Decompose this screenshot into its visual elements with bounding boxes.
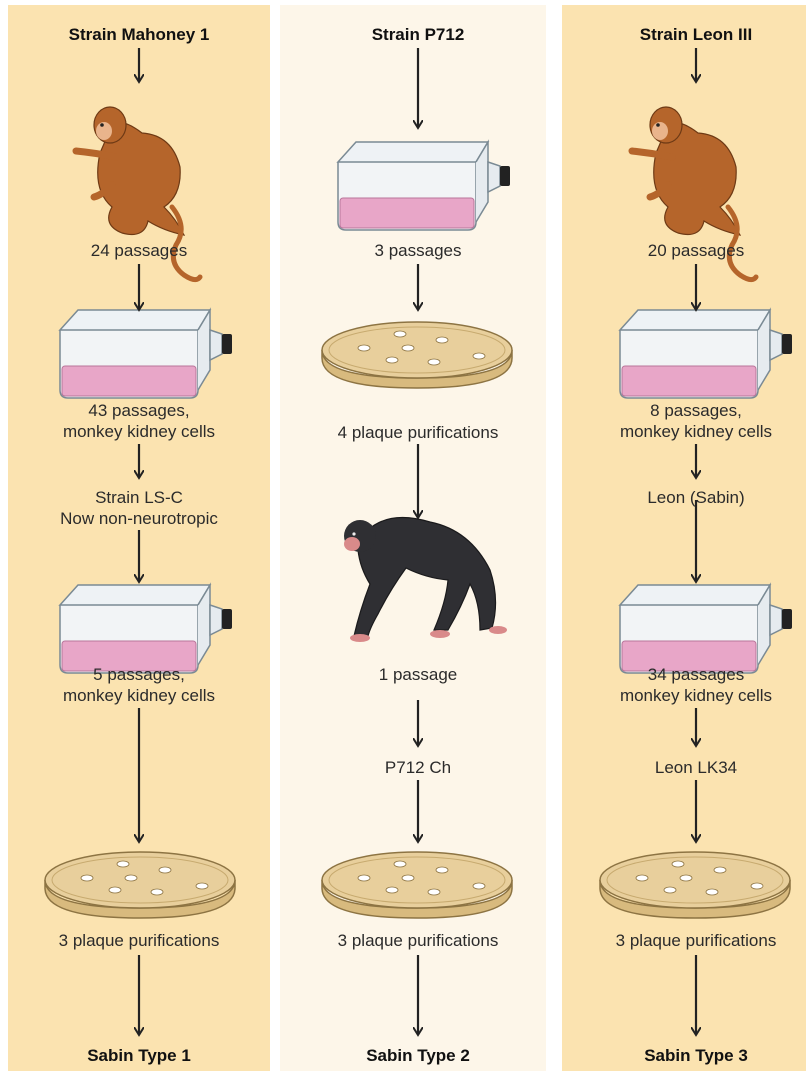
step-label: Leon LK34: [655, 757, 737, 778]
chimpanzee-icon: [344, 518, 507, 643]
result-label: Sabin Type 2: [366, 1045, 470, 1066]
column-title: Strain P712: [372, 24, 465, 45]
petri-dish-icon: [322, 852, 512, 918]
culture-flask-icon: [338, 142, 510, 230]
step-label: 4 plaque purifications: [338, 422, 499, 443]
petri-dish-icon: [600, 852, 790, 918]
step-label: 5 passages,monkey kidney cells: [63, 664, 215, 706]
step-label: 3 plaque purifications: [616, 930, 777, 951]
step-label: 3 plaque purifications: [338, 930, 499, 951]
step-label: Leon (Sabin): [647, 487, 744, 508]
culture-flask-icon: [620, 585, 792, 673]
column-type3-graphics: [600, 48, 792, 1035]
step-label: 1 passage: [379, 664, 457, 685]
culture-flask-icon: [60, 585, 232, 673]
step-label: 24 passages: [91, 240, 187, 261]
petri-dish-icon: [45, 852, 235, 918]
column-type1-graphics: [45, 48, 235, 1035]
result-label: Sabin Type 1: [87, 1045, 191, 1066]
step-label: 20 passages: [648, 240, 744, 261]
column-type2-graphics: [322, 48, 512, 1035]
petri-dish-icon: [322, 322, 512, 388]
culture-flask-icon: [60, 310, 232, 398]
step-label: P712 Ch: [385, 757, 451, 778]
step-label: 8 passages,monkey kidney cells: [620, 400, 772, 442]
step-label: 43 passages,monkey kidney cells: [63, 400, 215, 442]
culture-flask-icon: [620, 310, 792, 398]
column-title: Strain Mahoney 1: [69, 24, 210, 45]
step-label: 3 passages: [375, 240, 462, 261]
result-label: Sabin Type 3: [644, 1045, 748, 1066]
column-title: Strain Leon III: [640, 24, 752, 45]
step-label: 3 plaque purifications: [59, 930, 220, 951]
